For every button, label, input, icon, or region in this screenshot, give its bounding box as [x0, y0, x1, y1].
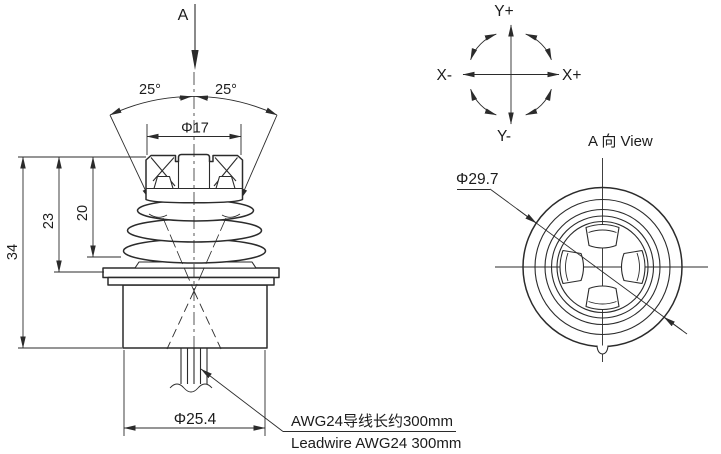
centerlines	[162, 72, 227, 350]
section-arrow: A	[178, 4, 199, 70]
grip-notch-bottom	[585, 285, 620, 311]
base-housing	[122, 284, 268, 349]
tilt-line-right	[239, 114, 278, 201]
rotation-arc-upper-left	[470, 33, 497, 61]
ring-circle-3	[550, 215, 655, 319]
grip-notch-top	[585, 223, 620, 249]
rotation-arc-lower-right	[525, 88, 552, 116]
ring-circle-4	[556, 220, 649, 314]
wire-break-symbol	[169, 383, 213, 393]
axis-label-y-plus: Y+	[494, 3, 513, 20]
height-to-bellows-label: 20	[75, 205, 91, 221]
side-view: A 25° 25° Φ17	[5, 4, 461, 452]
axis-label-y-minus: Y-	[497, 128, 511, 145]
tilt-line-left	[109, 114, 151, 201]
tilt-angle-dimension: 25° 25°	[109, 82, 278, 201]
ring-circle-1	[534, 198, 671, 336]
tilt-angle-left-label: 25°	[139, 82, 161, 98]
body-diameter-dimension: Φ25.4	[123, 350, 266, 436]
wire-leader-note: AWG24导线长约300mm Leadwire AWG24 300mm	[200, 368, 461, 452]
section-arrowhead	[191, 50, 199, 70]
wire-note-line2: Leadwire AWG24 300mm	[291, 435, 461, 452]
grip-notch-right	[620, 249, 646, 285]
flange-upper-plate	[102, 267, 280, 279]
rotation-arc-upper-right	[525, 33, 552, 61]
body-diameter-label: Φ25.4	[174, 411, 217, 428]
joystick-body	[102, 153, 280, 393]
a-view-title: A 向 View	[588, 133, 653, 150]
knob-diameter-dimension: Φ17	[146, 121, 242, 155]
knob-grip-notch-left	[153, 175, 174, 190]
ring-circle-2	[544, 208, 661, 326]
height-total-label: 34	[5, 244, 21, 260]
outer-diameter-dimension: Φ29.7	[456, 171, 688, 335]
tilt-angle-right-label: 25°	[215, 82, 237, 98]
knob-diameter-label: Φ17	[181, 121, 209, 137]
height-to-flange-label: 23	[41, 213, 57, 229]
direction-diagram: Y+ Y- X- X+	[437, 3, 582, 145]
knob-grip-notch-right	[215, 175, 236, 190]
rotation-arc-lower-left	[470, 88, 497, 116]
rim-notch	[596, 345, 609, 355]
wire-note-line1: AWG24导线长约300mm	[291, 413, 453, 430]
bellows-ring-middle	[126, 218, 263, 243]
lead-wires	[169, 348, 213, 393]
axis-label-x-plus: X+	[562, 67, 581, 84]
height-dimensions: 34 23 20	[5, 156, 146, 349]
axis-label-x-minus: X-	[437, 67, 453, 84]
outer-diameter-label: Φ29.7	[456, 171, 499, 188]
section-label: A	[178, 7, 189, 24]
a-view: A 向 View Φ29.7	[456, 133, 708, 362]
flange-lower-plate	[107, 276, 275, 286]
